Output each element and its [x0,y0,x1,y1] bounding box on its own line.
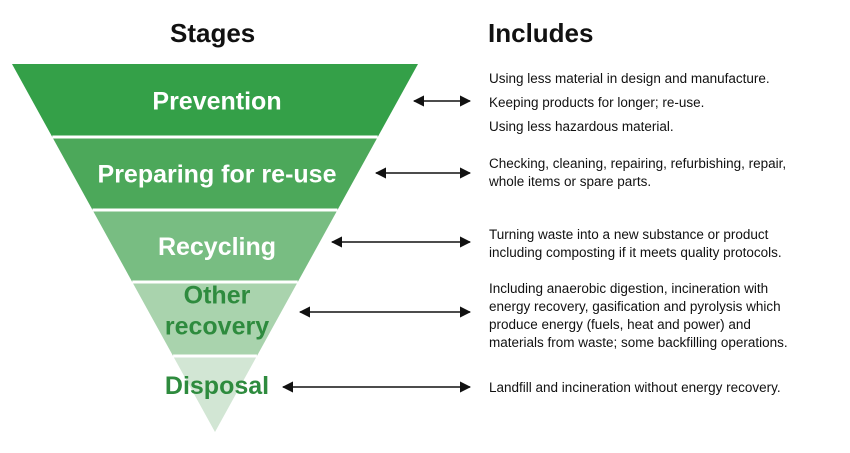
includes-preparing-for-reuse: Checking, cleaning, repairing, refurbish… [489,155,786,191]
includes-recycling: Turning waste into a new substance or pr… [489,226,782,262]
includes-line: including composting if it meets quality… [489,245,782,260]
stage-label-recycling: Recycling [158,233,276,261]
includes-line: Turning waste into a new substance or pr… [489,227,769,242]
band-other-recovery [132,282,298,356]
includes-line: Keeping products for longer; re-use. [489,95,705,110]
includes-other-recovery: Including anaerobic digestion, incinerat… [489,280,788,352]
stage-label-preparing-for-reuse: Preparing for re-use [98,161,337,189]
includes-line: Landfill and incineration without energy… [489,380,781,395]
band-prevention [12,64,418,137]
includes-line: Using less material in design and manufa… [489,71,770,86]
band-preparing-for-reuse [52,137,378,210]
stage-label-disposal: Disposal [165,372,269,400]
band-disposal [173,356,257,432]
band-recycling [92,210,338,282]
includes-prevention: Using less material in design and manufa… [489,67,770,139]
includes-line: whole items or spare parts. [489,174,652,189]
includes-disposal: Landfill and incineration without energy… [489,379,781,397]
includes-heading: Includes [488,18,594,48]
includes-line: Including anaerobic digestion, incinerat… [489,281,769,296]
stages-heading: Stages [170,18,256,48]
includes-line: energy recovery, gasification and pyroly… [489,299,781,314]
includes-line: Using less hazardous material. [489,119,674,134]
stage-label-prevention: Prevention [152,88,281,116]
includes-line: Checking, cleaning, repairing, refurbish… [489,156,787,171]
includes-line: materials from waste; some backfilling o… [489,335,788,350]
includes-line: produce energy (fuels, heat and power) a… [489,317,751,332]
